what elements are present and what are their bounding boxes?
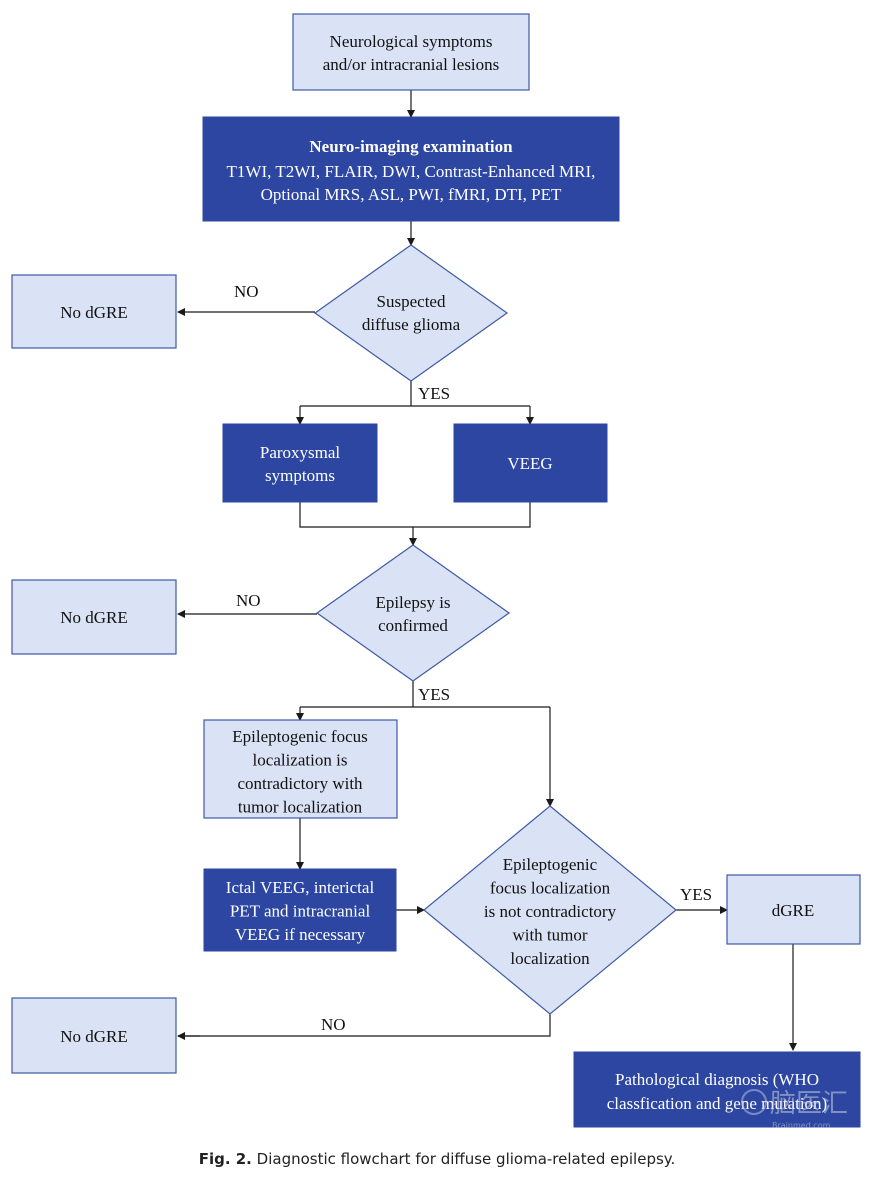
caption-label: Fig. 2. [198, 1150, 252, 1168]
imaging-line: T1WI, T2WI, FLAIR, DWI, Contrast-Enhance… [227, 162, 596, 181]
imaging-line: Optional MRS, ASL, PWI, fMRI, DTI, PET [261, 185, 562, 204]
ictal-line: PET and intracranial [230, 902, 371, 921]
figure-caption: Fig. 2. Diagnostic flowchart for diffuse… [0, 1150, 874, 1168]
edge-label-yes-2: YES [418, 685, 450, 704]
svg-text:VEEG: VEEG [507, 454, 552, 473]
edge-labels: NO YES NO YES YES NO [234, 282, 712, 1034]
node-no-dgre-1: No dGRE [11, 274, 177, 349]
decision-suspected: Suspected diffuse glioma [313, 244, 509, 382]
imaging-title: Neuro-imaging examination [309, 137, 513, 156]
decision-epilepsy-confirmed: Epilepsy is confirmed [315, 544, 511, 682]
node-no-dgre-2: No dGRE [11, 579, 177, 655]
node-no-dgre-3: No dGRE [11, 997, 177, 1074]
contradictory-line: contradictory with [237, 774, 363, 793]
not-contradictory-line: localization [510, 949, 590, 968]
edge-merge [299, 502, 531, 528]
svg-text:No dGRE: No dGRE [60, 303, 128, 322]
symptoms-line: Neurological symptoms [330, 32, 493, 51]
epilepsy-confirmed-line: Epilepsy is [375, 593, 450, 612]
decision-not-contradictory: Epileptogenic focus localization is not co… [423, 805, 677, 1015]
node-imaging: Neuro-imaging examination T1WI, T2WI, FL… [202, 116, 620, 222]
edge-label-no-2: NO [236, 591, 261, 610]
caption-text: Diagnostic flowchart for diffuse glioma-… [256, 1150, 676, 1168]
ictal-line: VEEG if necessary [235, 925, 366, 944]
epilepsy-confirmed-line: confirmed [378, 616, 448, 635]
pathological-line: classfication and gene mutation) [607, 1094, 827, 1113]
no-dgre-3-line: No dGRE [60, 1027, 128, 1046]
edge-label-yes-3: YES [680, 885, 712, 904]
not-contradictory-line: is not contradictory [484, 902, 617, 921]
no-dgre-2-line: No dGRE [60, 608, 128, 627]
suspected-line: Suspected [377, 292, 446, 311]
contradictory-line: localization is [253, 751, 348, 770]
edge-label-no-3: NO [321, 1015, 346, 1034]
node-veeg: VEEG [453, 423, 608, 503]
suspected-line: diffuse glioma [362, 315, 461, 334]
paroxysmal-line: symptoms [265, 466, 335, 485]
symptoms-line: and/or intracranial lesions [323, 55, 500, 74]
watermark-text: 脑医汇 [770, 1089, 848, 1119]
ictal-line: Ictal VEEG, interictal [226, 878, 375, 897]
node-symptoms: Neurological symptoms and/or intracranial… [292, 13, 530, 91]
pathological-line: Pathological diagnosis (WHO [615, 1070, 819, 1089]
svg-text:T1WI, T2WI, FLAIR, DWI, Contra: T1WI, T2WI, FLAIR, DWI, Contrast-Enhance… [227, 162, 596, 204]
watermark-sub: Brainmed.com [772, 1121, 831, 1130]
node-pathological: Pathological diagnosis (WHO classfication… [573, 1051, 861, 1128]
svg-text:dGRE: dGRE [772, 901, 815, 920]
no-dgre-1-line: No dGRE [60, 303, 128, 322]
svg-text:No dGRE: No dGRE [60, 1027, 128, 1046]
edge-label-yes-1: YES [418, 384, 450, 403]
edges [177, 90, 797, 1051]
paroxysmal-line: Paroxysmal [260, 443, 341, 462]
not-contradictory-line: focus localization [490, 879, 611, 898]
not-contradictory-line: Epileptogenic [503, 855, 598, 874]
svg-text:No dGRE: No dGRE [60, 608, 128, 627]
not-contradictory-line: with tumor [512, 926, 587, 945]
flowchart: NO YES NO YES YES NO Neurological sympto… [11, 13, 861, 1128]
contradictory-line: tumor localization [238, 798, 363, 817]
dgre-line: dGRE [772, 901, 815, 920]
contradictory-line: Epileptogenic focus [232, 727, 368, 746]
node-contradictory: Epileptogenic focus localization is contra… [203, 719, 398, 819]
edge-label-no-1: NO [234, 282, 259, 301]
veeg-line: VEEG [507, 454, 552, 473]
watermark-logo: 脑医汇 Brainmed.com [740, 1078, 858, 1132]
node-paroxysmal: Paroxysmal symptoms [222, 423, 378, 503]
edge-not-contradictory-no [178, 1014, 551, 1037]
node-dgre: dGRE [726, 874, 861, 945]
